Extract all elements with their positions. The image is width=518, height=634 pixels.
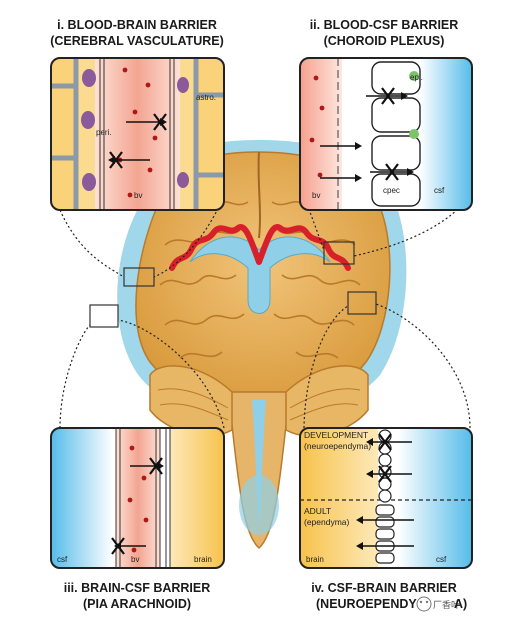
panel-iii-title: iii. BRAIN-CSF BARRIER (64, 581, 211, 595)
epithelial-junction-dots (409, 71, 419, 139)
block-x-mark (149, 457, 163, 475)
panel-blood-brain-barrier: i. BLOOD-BRAIN BARRIER (CEREBRAL VASCULA… (50, 18, 225, 211)
label-astro: astro. (196, 93, 216, 102)
panel-i-subtitle: (CEREBRAL VASCULATURE) (50, 34, 224, 48)
label-adult: ADULT (304, 506, 331, 516)
label-epi: epi. (410, 73, 423, 82)
block-x-mark (109, 151, 123, 169)
block-x-mark (111, 537, 125, 555)
label-csf: csf (57, 555, 68, 564)
cerebellum (149, 365, 233, 437)
focus-box-ii (323, 241, 355, 265)
block-x-mark (381, 87, 395, 105)
block-x-mark (378, 433, 392, 451)
watermark-text: 厂香叶 (433, 600, 460, 610)
choroid-plexus (169, 224, 351, 271)
ependymal-cells (375, 504, 395, 564)
block-x-mark (378, 465, 392, 483)
panel-ii-title: ii. BLOOD-CSF BARRIER (310, 18, 459, 32)
label-neuroependyma: (neuroependyma) (304, 441, 371, 451)
label-brain: brain (306, 555, 324, 564)
panel-iv-subtitle-tail: A) (454, 597, 467, 611)
cerebellum (285, 365, 369, 437)
watermark: 厂香叶 (416, 596, 460, 612)
block-x-mark (385, 163, 399, 181)
panel-i-title: i. BLOOD-BRAIN BARRIER (57, 18, 217, 32)
panel-iv-title: iv. CSF-BRAIN BARRIER (311, 581, 457, 595)
pericytes (81, 69, 189, 191)
panel-ii-subtitle: (CHOROID PLEXUS) (324, 34, 445, 48)
block-x-mark (153, 113, 167, 131)
panel-csf-brain-barrier: DEVELOPMENT (neuroependyma) ADULT (epend… (299, 427, 473, 612)
wechat-icon (416, 596, 432, 612)
panel-blood-csf-barrier: ii. BLOOD-CSF BARRIER (CHOROID PLEXUS) (299, 18, 473, 211)
focus-box-iv (347, 291, 377, 315)
endothelium (99, 58, 175, 210)
choroid-epithelial-cells (371, 61, 421, 207)
label-csf: csf (436, 555, 447, 564)
label-bv: bv (312, 191, 320, 200)
panel-brain-csf-barrier: csf bv brain iii. BRAIN-CSF BARRIER (PIA… (50, 427, 225, 611)
focus-box-iii (89, 304, 119, 328)
label-ependyma: (ependyma) (304, 517, 350, 527)
blood-cells (117, 67, 158, 198)
panel-iv-subtitle: (NEUROEPENDY (316, 597, 417, 611)
label-brain: brain (194, 555, 212, 564)
label-development: DEVELOPMENT (304, 430, 368, 440)
blood-cells (127, 445, 149, 553)
label-cpec: cpec (383, 186, 400, 195)
blood-cells (309, 75, 325, 178)
panel-iii-subtitle: (PIA ARACHNOID) (83, 597, 191, 611)
label-bv: bv (131, 555, 139, 564)
astrocyte-processes (51, 58, 224, 210)
label-bv: bv (134, 191, 142, 200)
label-csf: csf (434, 186, 445, 195)
label-peri: peri. (96, 128, 112, 137)
connector-lines (59, 195, 471, 429)
